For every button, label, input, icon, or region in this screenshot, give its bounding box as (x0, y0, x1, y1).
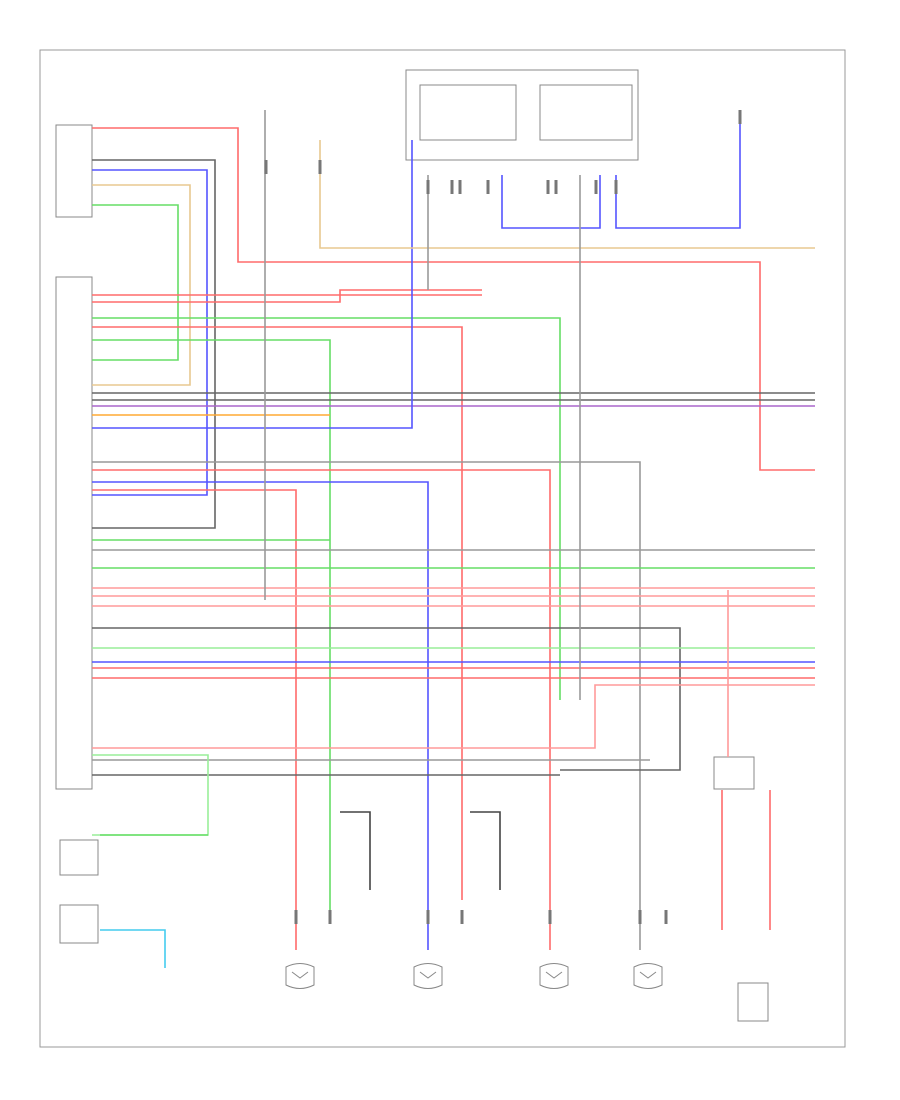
connector-pin-1 (318, 160, 322, 174)
wire-cyan-35 (100, 929, 166, 968)
wire-tan-36 (319, 140, 815, 249)
wire-pink-30 (92, 684, 815, 749)
wheel-sensor-right-rear (413, 963, 443, 989)
wire-darkgray-25 (92, 627, 681, 771)
wire-tan-3 (92, 184, 191, 386)
connector-pin-15 (548, 910, 552, 924)
wire-green-7 (92, 317, 561, 700)
wheel-sensor-left-rear (285, 963, 315, 989)
wire-red-16 (92, 489, 297, 950)
connector-pin-6 (546, 180, 550, 194)
wire-black-46 (470, 811, 501, 890)
connector-pin-2 (426, 180, 430, 194)
connector-pin-10 (738, 110, 742, 124)
wire-blue-38 (615, 110, 741, 229)
connector-pin-5 (486, 180, 490, 194)
connector-pin-13 (426, 910, 430, 924)
connector-pin-12 (328, 910, 332, 924)
abs-control-module-box (55, 124, 93, 218)
connector-pin-16 (638, 910, 642, 924)
connector-pin-14 (460, 910, 464, 924)
ecu-connector-block (55, 276, 93, 790)
connector-pin-9 (614, 180, 618, 194)
diagram-frame (39, 49, 846, 1048)
wire-blue-14 (92, 140, 413, 429)
connector-pin-7 (554, 180, 558, 194)
wire-green-4 (92, 204, 179, 361)
wire-red-6 (92, 289, 482, 303)
wire-green-9 (92, 339, 331, 920)
pin-group (264, 110, 742, 924)
connector-pin-17 (664, 910, 668, 924)
right-sensor-module (713, 756, 755, 790)
wire-gray-18 (92, 461, 641, 950)
relay-box-a (419, 84, 517, 141)
connector-pin-4 (458, 180, 462, 194)
connector-pin-11 (294, 910, 298, 924)
wire-red-17 (92, 469, 551, 950)
relay-enclosure (405, 69, 639, 161)
wire-group (92, 110, 815, 968)
wheel-sensor-right-front (633, 963, 663, 989)
connector-pin-3 (450, 180, 454, 194)
wire-black-45 (340, 811, 371, 890)
pressure-sensor-module (737, 982, 769, 1022)
wire-blue-2 (92, 169, 208, 496)
switch-box-upper (59, 839, 99, 876)
relay-box-b (539, 84, 633, 141)
wire-blue-15 (92, 481, 429, 950)
wire-red-0 (92, 127, 815, 471)
wire-lightgreen-33 (92, 754, 209, 836)
wire-red-8 (92, 326, 463, 900)
wire-darkgray-1 (92, 159, 216, 529)
switch-box-lower (59, 904, 99, 944)
connector-pin-8 (594, 180, 598, 194)
wheel-sensor-left-front (539, 963, 569, 989)
connector-pin-0 (264, 160, 268, 174)
wire-blue-37 (501, 175, 601, 229)
